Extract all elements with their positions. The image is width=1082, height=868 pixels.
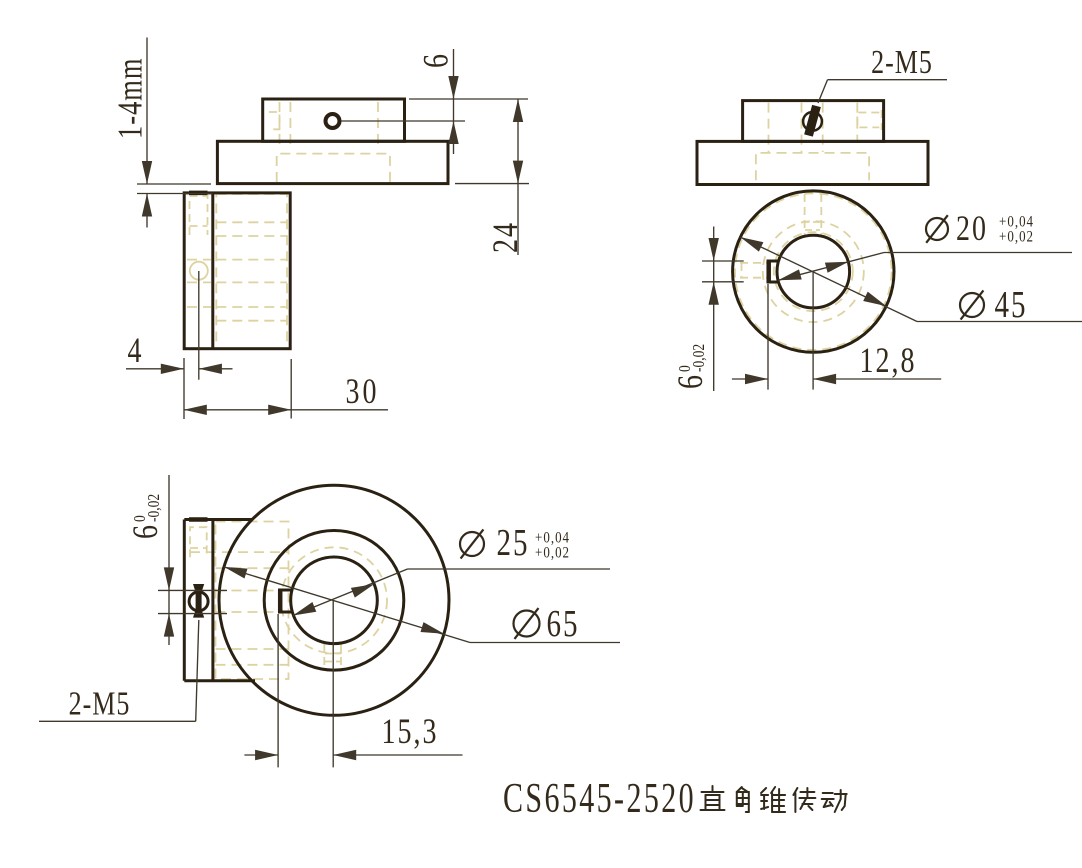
svg-text:6: 6 [416,54,456,68]
svg-text:30: 30 [345,372,379,412]
svg-text:15,3: 15,3 [381,712,438,752]
svg-text:65: 65 [547,603,580,644]
svg-text:20: 20 [956,209,988,249]
svg-text:6: 6 [671,375,711,389]
svg-text:2-M5: 2-M5 [871,43,933,81]
svg-text:2-M5: 2-M5 [69,684,131,722]
svg-text:12,8: 12,8 [859,341,916,381]
svg-text:-0,02: -0,02 [690,344,709,372]
svg-text:CS6545-2520: CS6545-2520 [503,774,696,821]
svg-text:25: 25 [497,522,530,563]
svg-text:+0,04: +0,04 [535,529,570,547]
svg-text:4: 4 [128,331,142,371]
svg-text:0: 0 [131,515,150,522]
svg-text:0: 0 [676,365,695,372]
svg-text:6: 6 [126,525,166,539]
svg-text:+0,04: +0,04 [999,213,1034,231]
svg-text:45: 45 [995,284,1028,325]
svg-text:24: 24 [486,221,526,253]
svg-text:1-4mm: 1-4mm [111,57,149,139]
svg-text:+0,02: +0,02 [999,228,1034,246]
svg-text:-0,02: -0,02 [145,494,164,522]
svg-text:+0,02: +0,02 [535,544,570,562]
